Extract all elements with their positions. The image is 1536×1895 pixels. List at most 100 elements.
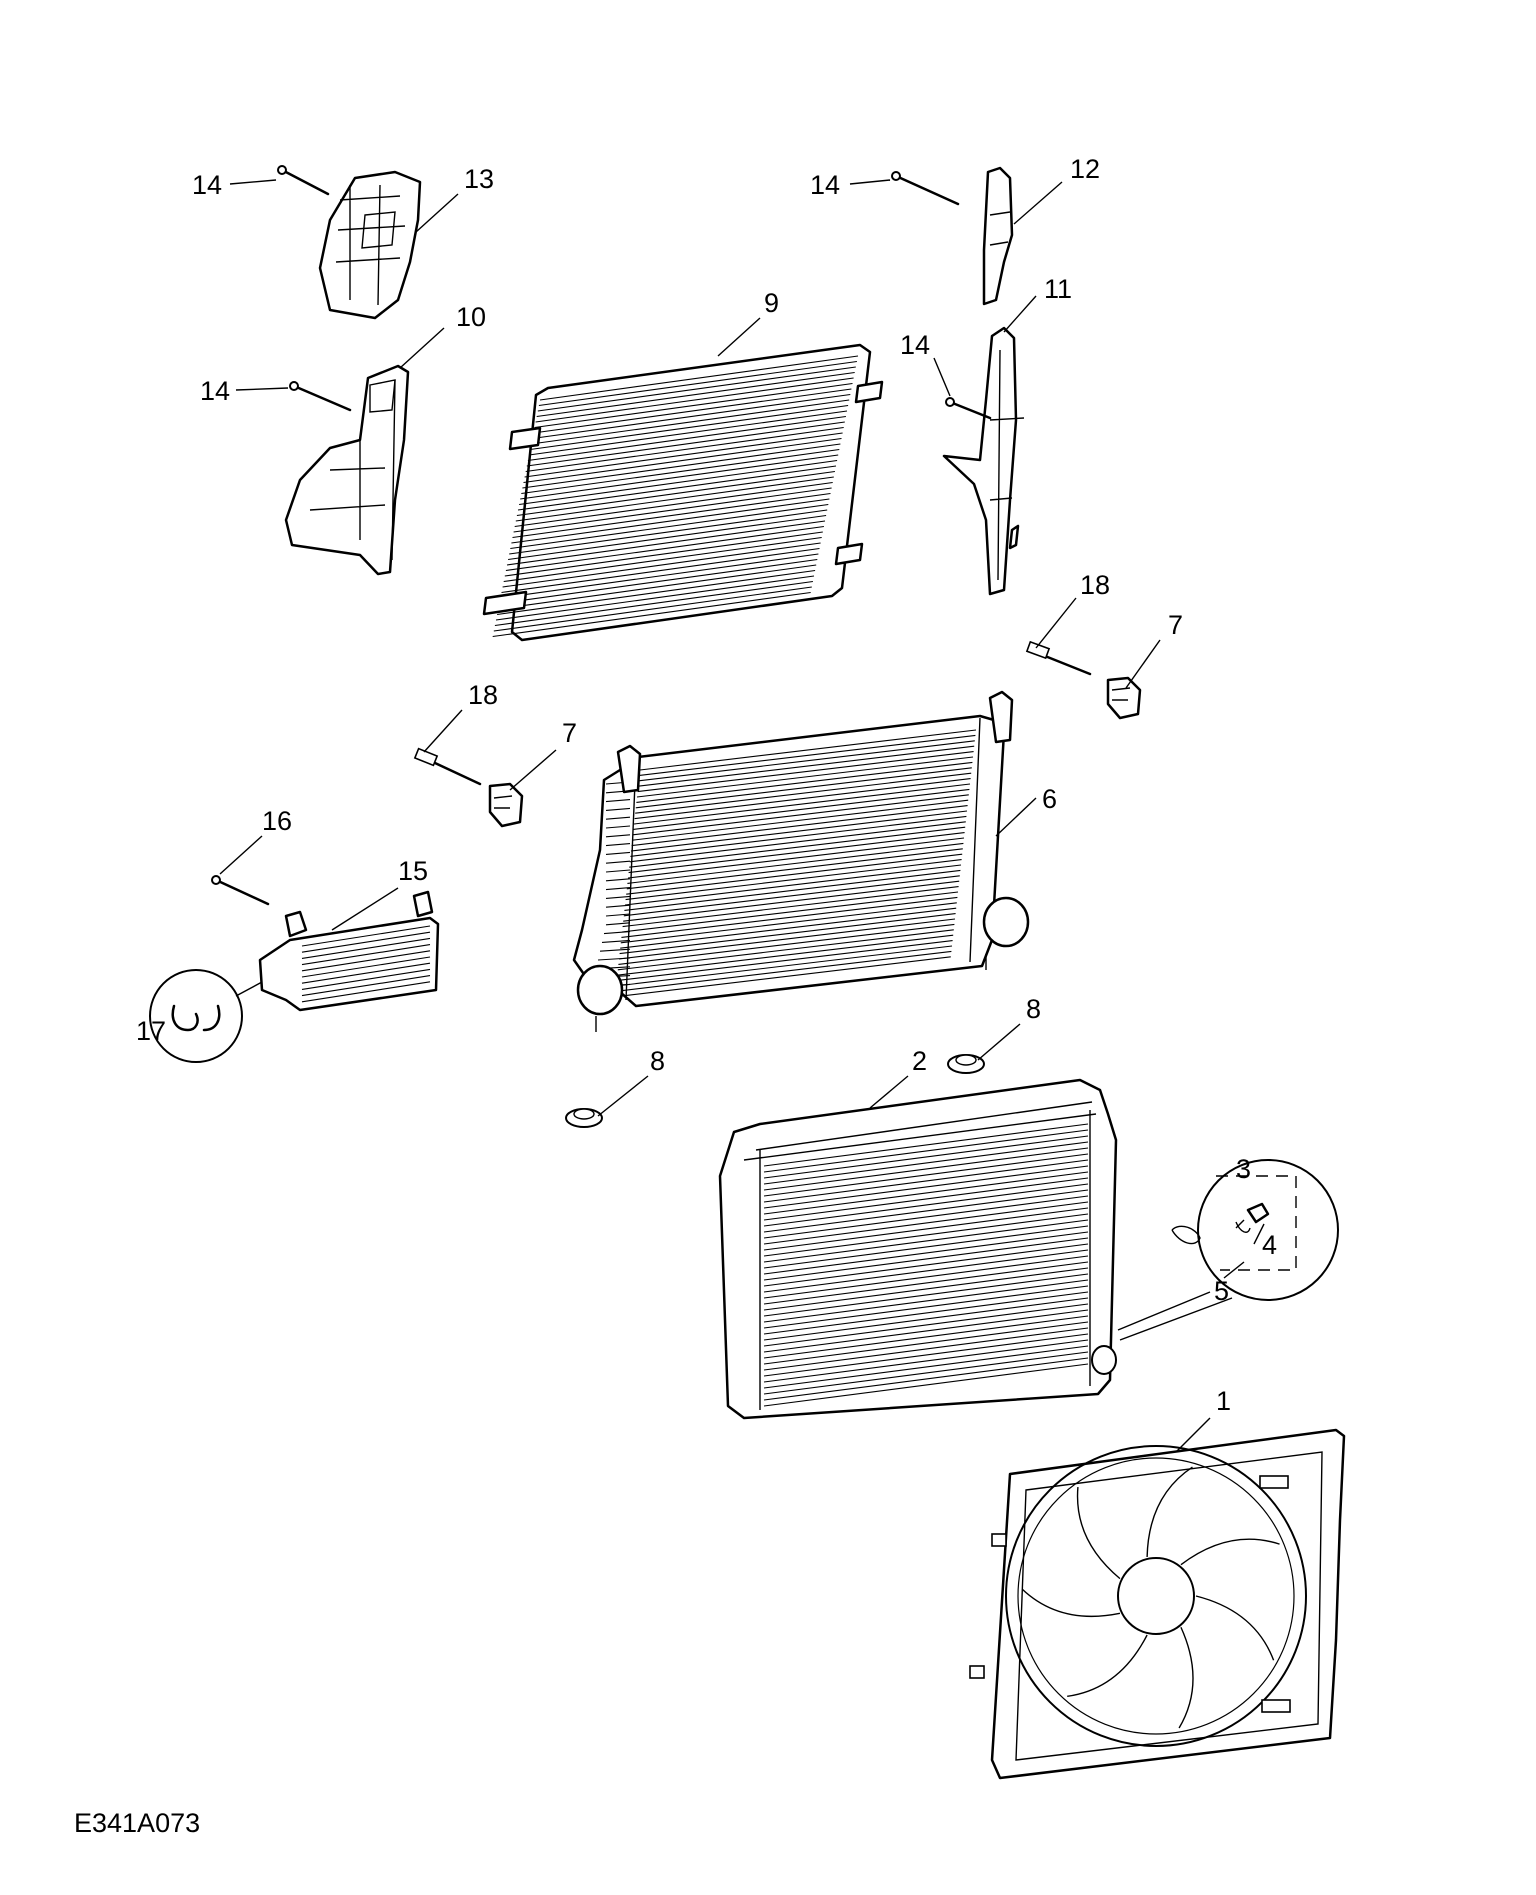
condenser-fin xyxy=(513,487,832,533)
intercooler-fin xyxy=(620,907,957,949)
radiator-fin xyxy=(763,1309,1089,1353)
part-12-bracket xyxy=(982,166,1014,306)
callout-10: 10 xyxy=(456,302,486,332)
condenser-fin xyxy=(492,591,811,638)
intercooler-tank-rib xyxy=(601,939,631,943)
condenser-fin xyxy=(536,371,855,418)
radiator-fin xyxy=(763,1171,1089,1215)
oil-cooler-fin xyxy=(301,950,431,972)
radiator-fin xyxy=(763,1129,1089,1173)
intercooler-fin xyxy=(620,902,957,944)
radiator-fin xyxy=(763,1153,1089,1197)
intercooler-fin xyxy=(632,794,969,836)
part-17-detail-circle xyxy=(149,969,263,1063)
radiator-fin xyxy=(763,1201,1089,1245)
radiator-fin xyxy=(763,1291,1089,1335)
condenser-fin xyxy=(504,531,823,577)
intercooler-fin xyxy=(623,875,960,917)
fan-blade xyxy=(1076,1487,1121,1580)
condenser-fin xyxy=(524,432,843,478)
condenser-fin xyxy=(522,443,841,489)
part-8-grommet-left xyxy=(565,1108,603,1128)
radiator-fin xyxy=(763,1237,1089,1281)
radiator-fin xyxy=(763,1273,1089,1317)
condenser-fin xyxy=(505,525,824,572)
oil-cooler-fin xyxy=(301,937,431,959)
intercooler-fin xyxy=(615,950,952,992)
condenser-fin xyxy=(527,415,846,462)
fan-blade xyxy=(1067,1634,1148,1698)
part-9-condenser xyxy=(482,343,884,642)
condenser-fin xyxy=(531,399,850,445)
intercooler-fin xyxy=(638,740,975,782)
condenser-fin xyxy=(509,509,828,555)
callout-3: 3 xyxy=(1236,1154,1251,1184)
part-10-bracket xyxy=(284,364,410,576)
condenser-fin xyxy=(514,481,833,528)
callout-labels: 1 2 3 4 5 6 7 7 8 8 9 10 11 12 13 14 14 … xyxy=(136,154,1277,1416)
condenser-fin xyxy=(519,459,838,506)
condenser-fin xyxy=(497,569,816,616)
radiator-fin xyxy=(763,1141,1089,1185)
callout-4: 4 xyxy=(1262,1230,1277,1260)
intercooler-fin xyxy=(636,761,973,803)
intercooler-tank-rib xyxy=(605,878,631,882)
callout-14-a: 14 xyxy=(192,170,222,200)
radiator-fin xyxy=(763,1159,1089,1203)
oil-cooler-fin xyxy=(301,956,431,978)
leader-lines xyxy=(219,179,1265,1453)
fastener-14-b xyxy=(289,381,352,412)
radiator-fin xyxy=(763,1225,1089,1269)
intercooler-fin xyxy=(622,886,959,928)
radiator-fin xyxy=(763,1195,1089,1239)
condenser-fin xyxy=(508,514,827,561)
intercooler-fin xyxy=(630,810,968,852)
radiator-fin xyxy=(763,1303,1089,1347)
fan-blade xyxy=(1180,1538,1280,1566)
condenser-fin xyxy=(512,492,831,539)
callout-14-d: 14 xyxy=(900,330,930,360)
radiator-fin xyxy=(763,1285,1089,1329)
fastener-14-c xyxy=(891,171,960,206)
callout-2: 2 xyxy=(912,1046,927,1076)
radiator-fin xyxy=(763,1255,1089,1299)
fastener-18-right xyxy=(1025,640,1092,676)
intercooler-fin xyxy=(617,934,954,976)
condenser-fin xyxy=(523,437,842,484)
fan-blade xyxy=(1021,1588,1121,1618)
intercooler-fin xyxy=(635,767,972,809)
callout-14-b: 14 xyxy=(200,376,230,406)
callout-17: 17 xyxy=(136,1016,166,1046)
radiator-fin xyxy=(763,1267,1089,1311)
intercooler-fin xyxy=(634,778,971,820)
intercooler-tank-rib xyxy=(597,957,631,961)
radiator-fin xyxy=(763,1177,1089,1221)
oil-cooler-fin xyxy=(301,931,431,953)
condenser-fin xyxy=(530,404,849,451)
intercooler-tank-rib xyxy=(605,887,631,891)
radiator-fin xyxy=(763,1219,1089,1263)
intercooler-fin xyxy=(626,848,963,890)
radiator-fin xyxy=(763,1165,1089,1209)
intercooler-fin xyxy=(619,913,956,955)
oil-cooler-fin xyxy=(301,925,431,947)
intercooler-fin xyxy=(639,734,976,776)
radiator-fin xyxy=(763,1147,1089,1191)
radiator-fin xyxy=(763,1357,1089,1401)
intercooler-fin xyxy=(633,783,971,825)
intercooler-tank-rib xyxy=(603,931,631,935)
callout-13: 13 xyxy=(464,164,494,194)
condenser-fin xyxy=(510,503,829,550)
callout-7-left: 7 xyxy=(562,718,577,748)
intercooler-fin xyxy=(629,821,966,863)
part-15-oil-cooler xyxy=(258,890,440,1012)
condenser-fin xyxy=(525,426,844,473)
callout-11: 11 xyxy=(1044,274,1072,304)
condenser-fin xyxy=(534,382,853,429)
intercooler-tank-rib xyxy=(605,807,631,811)
oil-cooler-fin xyxy=(301,975,431,997)
radiator-fin xyxy=(763,1333,1089,1377)
part-2-radiator xyxy=(718,1078,1118,1420)
oil-cooler-fin xyxy=(301,944,431,966)
condenser-fin xyxy=(520,454,839,500)
